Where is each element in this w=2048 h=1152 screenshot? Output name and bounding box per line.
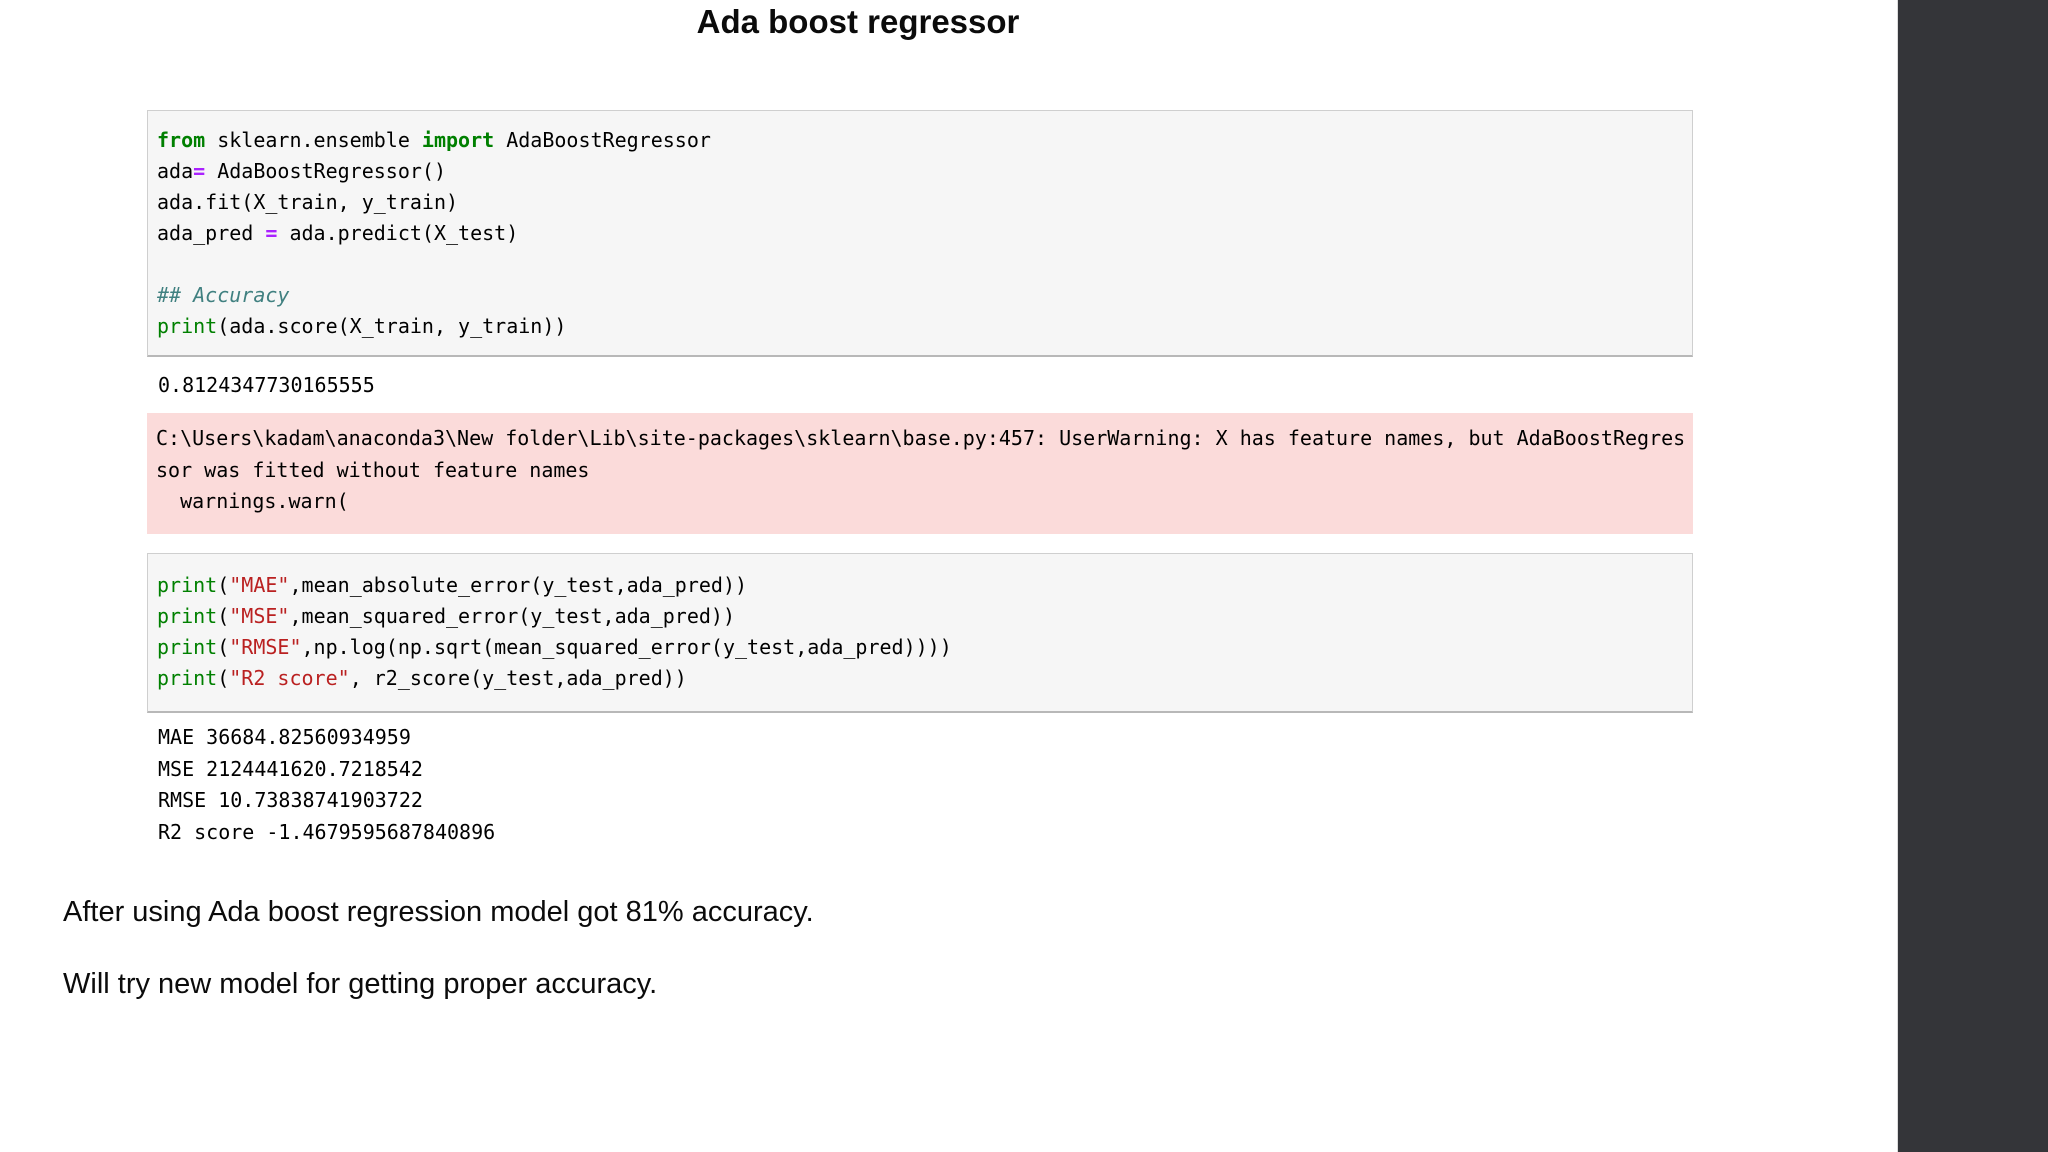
code-token: ada.predict(X_test) (277, 221, 519, 245)
code-line (157, 249, 1684, 280)
output-metrics: MAE 36684.82560934959 MSE 2124441620.721… (158, 725, 496, 844)
code-token: print (157, 573, 218, 597)
code-token: ada (157, 159, 194, 183)
code-token: print (157, 604, 218, 628)
code-token: print (157, 314, 218, 338)
code-token: ada_pred (157, 221, 266, 245)
code-token: sklearn.ensemble (205, 128, 422, 152)
code-token: = (265, 221, 278, 245)
note-paragraph-accuracy: After using Ada boost regression model g… (63, 896, 814, 928)
code-token: print (157, 635, 218, 659)
right-dark-side-panel (1897, 0, 2048, 1152)
code-token: print (157, 666, 218, 690)
code-token: "MAE" (229, 573, 290, 597)
code-line: print("MAE",mean_absolute_error(y_test,a… (157, 570, 1684, 601)
code-line: print("MSE",mean_squared_error(y_test,ad… (157, 601, 1684, 632)
code-token: (ada.score(X_train, y_train)) (217, 314, 567, 338)
output-accuracy-score: 0.8124347730165555 (158, 373, 375, 397)
page-title: Ada boost regressor (696, 3, 1020, 40)
code-token: ada.fit(X_train, y_train) (157, 190, 459, 214)
code-token: ( (217, 604, 230, 628)
code-line: print(ada.score(X_train, y_train)) (157, 311, 1684, 342)
code-token: ,mean_absolute_error(y_test,ada_pred)) (289, 573, 748, 597)
code-token: ## Accuracy (157, 283, 290, 307)
code-token: AdaBoostRegressor() (205, 159, 446, 183)
code-line: ada.fit(X_train, y_train) (157, 187, 1684, 218)
code-line: ada_pred = ada.predict(X_test) (157, 218, 1684, 249)
code-token: ( (217, 635, 230, 659)
code-token: import (421, 128, 495, 152)
code-token: AdaBoostRegressor (494, 128, 711, 152)
code-token: ( (217, 573, 230, 597)
code-line: ## Accuracy (157, 280, 1684, 311)
code-token: ,mean_squared_error(y_test,ada_pred)) (289, 604, 736, 628)
code-line: print("R2 score", r2_score(y_test,ada_pr… (157, 663, 1684, 694)
code-token: = (193, 159, 206, 183)
code-token: "R2 score" (229, 666, 350, 690)
code-token: "MSE" (229, 604, 290, 628)
stderr-warning-block: C:\Users\kadam\anaconda3\New folder\Lib\… (147, 413, 1693, 534)
code-line: print("RMSE",np.log(np.sqrt(mean_squared… (157, 632, 1684, 663)
code-token: from (157, 128, 206, 152)
note-paragraph-next-model: Will try new model for getting proper ac… (63, 968, 658, 1000)
code-token: , r2_score(y_test,ada_pred)) (349, 666, 687, 690)
code-cell-2: print("MAE",mean_absolute_error(y_test,a… (147, 553, 1693, 713)
code-line: from sklearn.ensemble import AdaBoostReg… (157, 125, 1684, 156)
code-cell-1: from sklearn.ensemble import AdaBoostReg… (147, 110, 1693, 357)
code-token: "RMSE" (229, 635, 302, 659)
code-token: ( (217, 666, 230, 690)
code-token: ,np.log(np.sqrt(mean_squared_error(y_tes… (301, 635, 952, 659)
code-line: ada= AdaBoostRegressor() (157, 156, 1684, 187)
